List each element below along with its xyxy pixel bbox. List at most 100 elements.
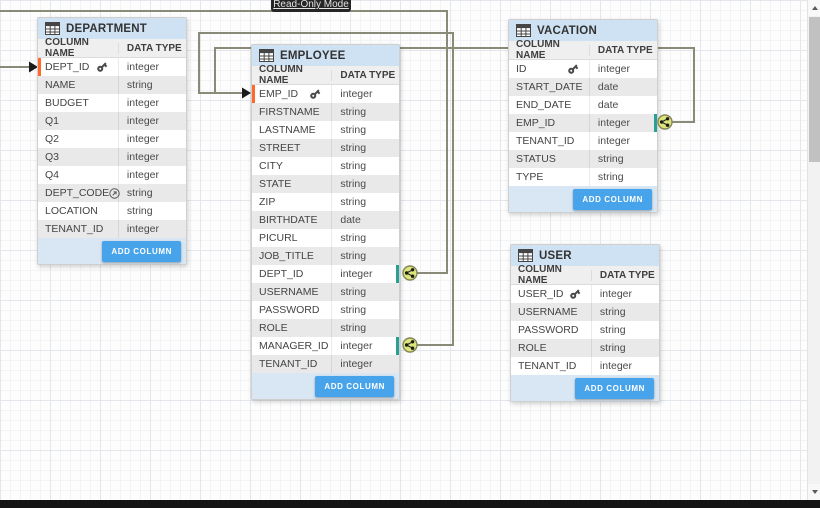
column-name: Q3 <box>45 151 60 163</box>
row-department-name[interactable]: NAME string <box>38 76 186 94</box>
scroll-up-button[interactable] <box>808 0 820 16</box>
column-type: string <box>590 339 659 357</box>
column-name: LASTNAME <box>259 124 316 136</box>
read-only-mode-badge[interactable]: Read-Only Mode <box>271 0 351 12</box>
row-vacation-id[interactable]: ID integer <box>509 60 657 78</box>
column-name: ROLE <box>518 342 547 354</box>
row-department-q4[interactable]: Q4 integer <box>38 166 186 184</box>
add-column-button[interactable]: ADD COLUMN <box>575 377 654 399</box>
table-header-vacation[interactable]: VACATION <box>509 20 657 41</box>
column-type: integer <box>331 85 399 103</box>
scrollbar-thumb[interactable] <box>809 17 820 162</box>
table-header-user[interactable]: USER <box>511 245 659 266</box>
table-footer: ADD COLUMN <box>38 238 186 264</box>
column-name-header: COLUMN NAME <box>259 64 303 86</box>
column-type: integer <box>117 148 186 166</box>
column-type: string <box>331 283 399 301</box>
scroll-down-button[interactable] <box>808 484 820 500</box>
column-name: TENANT_ID <box>518 360 577 372</box>
wire-dept-fk <box>0 10 448 274</box>
column-name: STATUS <box>516 153 556 165</box>
column-type: integer <box>588 60 657 78</box>
row-employee-lastname[interactable]: LASTNAME string <box>252 121 399 139</box>
table-grid-icon <box>259 49 274 62</box>
column-name: NAME <box>45 79 76 91</box>
column-name: USERNAME <box>518 306 578 318</box>
primary-key-icon <box>566 286 583 303</box>
column-type: string <box>117 76 186 94</box>
column-type: string <box>331 229 399 247</box>
column-type: string <box>331 139 399 157</box>
column-name: PASSWORD <box>518 324 579 336</box>
column-type: integer <box>117 130 186 148</box>
row-department-q3[interactable]: Q3 integer <box>38 148 186 166</box>
column-name: PICURL <box>259 232 298 244</box>
add-column-button[interactable]: ADD COLUMN <box>573 188 652 210</box>
column-type: string <box>331 121 399 139</box>
column-name: USER_ID <box>518 288 564 300</box>
column-name-header: COLUMN NAME <box>516 39 560 61</box>
column-name: STREET <box>259 142 301 154</box>
row-employee-street[interactable]: STREET string <box>252 139 399 157</box>
add-column-button[interactable]: ADD COLUMN <box>315 375 394 397</box>
vertical-scrollbar[interactable] <box>807 0 820 500</box>
column-type: date <box>331 211 399 229</box>
column-name: ID <box>516 63 527 75</box>
column-name: ROLE <box>259 322 288 334</box>
data-type-header: DATA TYPE <box>117 42 186 54</box>
primary-key-icon <box>564 61 581 78</box>
column-name: TENANT_ID <box>259 358 318 370</box>
table-title: USER <box>539 249 572 262</box>
column-type: integer <box>117 220 186 238</box>
row-user-role[interactable]: ROLE string <box>511 339 659 357</box>
add-column-button[interactable]: ADD COLUMN <box>102 240 181 262</box>
column-name: EMP_ID <box>516 117 556 129</box>
column-name: Q4 <box>45 169 60 181</box>
column-type: string <box>331 157 399 175</box>
table-header-department[interactable]: DEPARTMENT <box>38 18 186 39</box>
column-type: string <box>117 184 186 202</box>
table-header-employee[interactable]: EMPLOYEE <box>252 45 399 66</box>
generated-column-icon <box>109 187 120 199</box>
column-type: integer <box>117 166 186 184</box>
row-employee-picurl[interactable]: PICURL string <box>252 229 399 247</box>
